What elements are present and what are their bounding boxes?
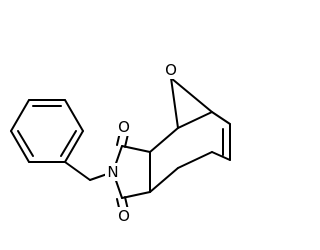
cage-bond <box>177 111 213 129</box>
imide-bond <box>121 191 151 199</box>
benzene-double-bond <box>17 130 34 157</box>
cage-bond <box>211 151 231 161</box>
carbonyl-double-bond <box>124 133 129 148</box>
cage-bond <box>211 111 231 125</box>
benzene-bond <box>10 130 30 163</box>
carbonyl-oxygen-top-label: O <box>118 118 130 136</box>
carbonyl-oxygen-top-atom: O <box>116 118 132 136</box>
cage-bond <box>149 127 179 153</box>
bridge-oxygen-atom: O <box>163 61 179 79</box>
cage-bond <box>177 151 213 169</box>
oxygen-bridge-bond <box>170 77 179 129</box>
bonds <box>10 77 231 213</box>
imide-nitrogen-label: N <box>107 163 118 181</box>
structure-diagram: O O N O <box>10 61 231 225</box>
bridge-oxygen-label: O <box>165 61 177 79</box>
benzene-bond <box>64 130 84 163</box>
imide-nitrogen-atom: N <box>105 163 121 181</box>
imide-bond <box>121 145 151 153</box>
cage-bond <box>149 167 179 193</box>
carbonyl-oxygen-bottom-label: O <box>118 207 130 225</box>
atom-labels: O O N O <box>105 61 179 225</box>
benzene-bond <box>10 99 30 132</box>
benzene-double-bond <box>60 130 77 157</box>
oxygen-bridge-bond <box>170 77 213 113</box>
benzene-bond <box>64 99 84 132</box>
benzyl-bond <box>64 161 91 181</box>
carbonyl-oxygen-bottom-atom: O <box>116 207 132 225</box>
